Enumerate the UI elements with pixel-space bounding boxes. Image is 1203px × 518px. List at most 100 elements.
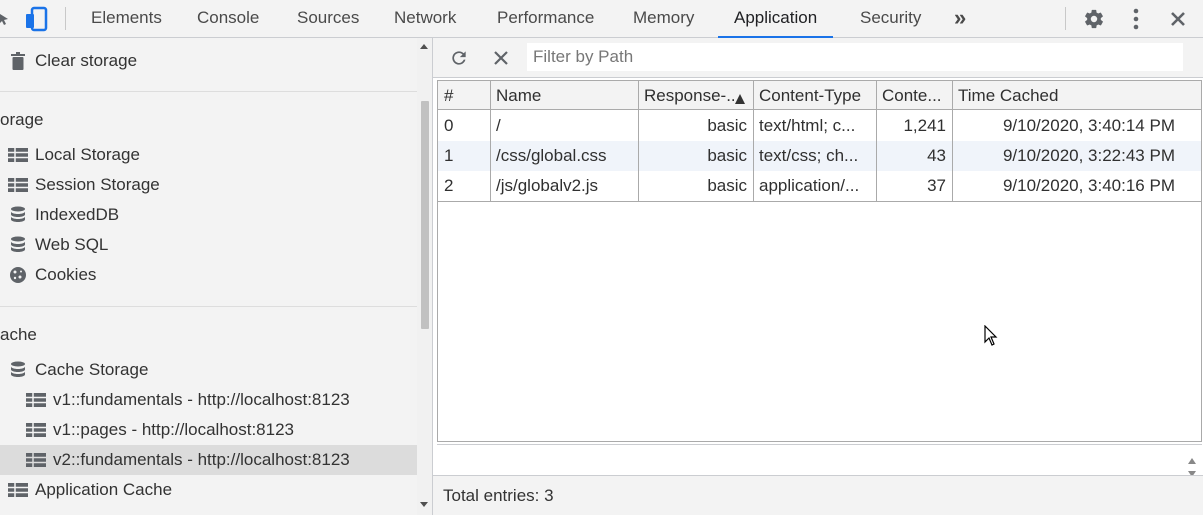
sidebar-item-application-cache[interactable]: Application Cache xyxy=(0,475,417,505)
sidebar-item-label: Cookies xyxy=(35,265,97,284)
sidebar-item-web-sql[interactable]: Web SQL xyxy=(0,230,417,260)
delete-selected-icon[interactable] xyxy=(490,38,512,78)
sidebar-item-cache-v1-fundamentals[interactable]: v1::fundamentals - http://localhost:8123 xyxy=(0,385,417,415)
database-icon xyxy=(8,206,28,223)
sidebar-item-label: v1::fundamentals - http://localhost:8123 xyxy=(53,390,350,409)
sidebar-item-indexeddb[interactable]: IndexedDB xyxy=(0,200,417,230)
tab-elements[interactable]: Elements xyxy=(91,8,162,27)
sidebar-item-cache-v1-pages[interactable]: v1::pages - http://localhost:8123 xyxy=(0,415,417,445)
more-tabs-button[interactable]: » xyxy=(954,5,967,30)
devtools-tabbar: Elements Console Sources Network Perform… xyxy=(0,0,1203,38)
sidebar-item-label: Clear storage xyxy=(35,51,138,70)
cell-content-type: text/html; c... xyxy=(759,116,856,135)
sidebar-divider xyxy=(0,91,417,92)
sidebar-item-cookies[interactable]: Cookies xyxy=(0,260,417,290)
sidebar-section-storage[interactable]: orage xyxy=(0,105,417,135)
table-body-border xyxy=(438,201,1201,202)
sidebar-item-clear-storage[interactable]: Clear storage xyxy=(0,46,417,76)
scroll-up-arrow-icon[interactable] xyxy=(420,44,428,49)
cell-response-type: basic xyxy=(707,116,747,135)
grid-table-icon xyxy=(26,392,46,408)
database-icon xyxy=(8,361,28,378)
tab-network[interactable]: Network xyxy=(394,8,457,27)
database-icon xyxy=(8,236,28,253)
tab-security[interactable]: Security xyxy=(860,8,922,27)
sidebar-section-cache[interactable]: ache xyxy=(0,320,417,350)
grid-table-icon xyxy=(8,147,28,163)
cell-index: 2 xyxy=(444,176,454,195)
cache-toolbar xyxy=(433,38,1203,78)
close-devtools-icon[interactable] xyxy=(1166,0,1190,37)
scrollbar-thumb[interactable] xyxy=(421,101,429,329)
column-divider[interactable] xyxy=(753,81,754,201)
table-row[interactable] xyxy=(438,141,1201,171)
preview-pane xyxy=(437,444,1202,477)
sidebar-item-label: v1::pages - http://localhost:8123 xyxy=(53,420,294,439)
sidebar-item-label: v2::fundamentals - http://localhost:8123 xyxy=(53,450,350,469)
cookie-icon xyxy=(8,267,28,283)
application-sidebar: Clear storage orage Local Storage Sessio… xyxy=(0,38,432,515)
cell-content-length: 37 xyxy=(927,176,946,195)
sidebar-item-label: Application Cache xyxy=(35,480,173,499)
device-toolbar-icon[interactable] xyxy=(22,0,50,37)
sidebar-item-local-storage[interactable]: Local Storage xyxy=(0,140,417,170)
sidebar-item-label: Session Storage xyxy=(35,175,160,194)
column-divider[interactable] xyxy=(638,81,639,201)
sidebar-scrollbar[interactable] xyxy=(417,38,432,515)
column-header-content-length[interactable]: Conte... xyxy=(882,86,942,105)
scroll-up-arrow-icon[interactable] xyxy=(1188,449,1196,469)
tab-performance[interactable]: Performance xyxy=(497,8,595,27)
section-header-label: orage xyxy=(0,110,44,129)
column-header-name[interactable]: Name xyxy=(496,86,542,105)
column-header-content-type[interactable]: Content-Type xyxy=(759,86,862,105)
sort-ascending-icon xyxy=(734,90,746,110)
tab-memory[interactable]: Memory xyxy=(633,8,695,27)
sidebar-item-label: Web SQL xyxy=(35,235,109,254)
filter-by-path-input[interactable] xyxy=(527,43,1183,71)
grid-table-icon xyxy=(26,422,46,438)
more-options-kebab-icon[interactable] xyxy=(1126,0,1146,37)
cell-response-type: basic xyxy=(707,176,747,195)
column-header-time-cached[interactable]: Time Cached xyxy=(958,86,1059,105)
cell-content-length: 1,241 xyxy=(903,116,946,135)
cache-entries-table: # Name Response-... Content-Type Conte..… xyxy=(437,80,1202,442)
column-divider[interactable] xyxy=(490,81,491,201)
tab-application[interactable]: Application xyxy=(718,0,834,38)
sidebar-divider xyxy=(0,306,417,307)
column-header-index[interactable]: # xyxy=(444,86,454,105)
cell-time-cached: 9/10/2020, 3:40:14 PM xyxy=(1002,116,1175,135)
cell-index: 0 xyxy=(444,116,454,135)
column-divider[interactable] xyxy=(952,81,953,201)
cell-name: /css/global.css xyxy=(496,146,607,165)
grid-table-icon xyxy=(26,452,46,468)
mouse-cursor-icon xyxy=(984,324,998,352)
refresh-icon[interactable] xyxy=(447,38,471,78)
tab-console[interactable]: Console xyxy=(197,8,260,27)
column-header-response-type[interactable]: Response-... xyxy=(644,86,734,105)
scroll-down-arrow-icon[interactable] xyxy=(1188,462,1196,482)
sidebar-item-cache-storage[interactable]: Cache Storage xyxy=(0,355,417,385)
sidebar-item-label: Local Storage xyxy=(35,145,140,164)
inspect-element-icon[interactable] xyxy=(0,0,10,37)
sidebar-item-cache-v2-fundamentals[interactable]: v2::fundamentals - http://localhost:8123 xyxy=(0,445,417,475)
toolbar-divider xyxy=(1065,7,1066,30)
table-header xyxy=(438,81,1201,110)
scroll-down-arrow-icon[interactable] xyxy=(420,502,428,507)
tab-sources[interactable]: Sources xyxy=(297,8,360,27)
cell-index: 1 xyxy=(444,146,454,165)
toolbar-divider xyxy=(65,7,66,30)
column-divider[interactable] xyxy=(876,81,877,201)
section-header-label: ache xyxy=(0,325,37,344)
cell-time-cached: 9/10/2020, 3:40:16 PM xyxy=(1002,176,1175,195)
cell-content-length: 43 xyxy=(927,146,946,165)
grid-table-icon xyxy=(8,177,28,193)
cell-name: / xyxy=(496,116,501,135)
settings-gear-icon[interactable] xyxy=(1082,0,1106,37)
cell-response-type: basic xyxy=(707,146,747,165)
sidebar-item-label: Cache Storage xyxy=(35,360,149,379)
sidebar-item-session-storage[interactable]: Session Storage xyxy=(0,170,417,200)
cache-storage-panel: # Name Response-... Content-Type Conte..… xyxy=(432,38,1203,515)
grid-table-icon xyxy=(8,482,28,498)
cell-name: /js/globalv2.js xyxy=(496,176,599,195)
cell-content-type: application/... xyxy=(759,176,860,195)
